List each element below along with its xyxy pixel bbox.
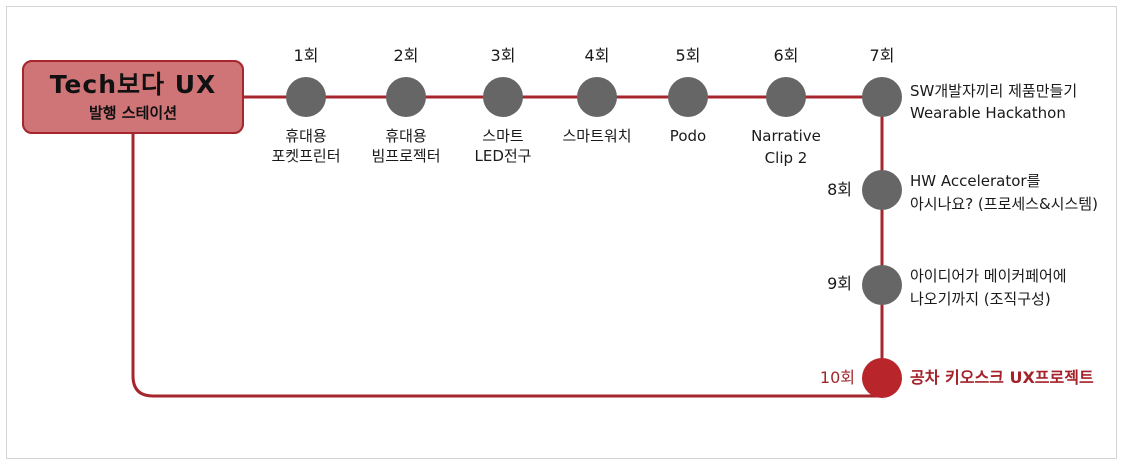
episode-number-8: 8회: [827, 180, 852, 199]
episode-caption-10-line-1: 공차 키오스크 UX프로젝트: [910, 368, 1094, 387]
episode-number-2: 2회: [393, 46, 419, 65]
title-box: Tech보다 UX 발행 스테이션: [22, 60, 244, 134]
episode-node-5: [668, 77, 708, 117]
episode-node-9: [862, 265, 902, 305]
episode-node-8: [862, 170, 902, 210]
episode-node-4: [577, 77, 617, 117]
episode-caption-8-line-1: HW Accelerator를: [910, 172, 1041, 190]
episode-number-6: 6회: [773, 46, 799, 65]
title-box-fill: [22, 60, 244, 134]
episode-caption-8-line-2: 아시나요? (프로세스&시스템): [910, 195, 1098, 213]
episode-node-1: [286, 77, 326, 117]
episode-node-10: [862, 358, 902, 398]
episode-number-10: 10회: [819, 368, 855, 387]
episode-number-7: 7회: [869, 46, 895, 65]
episode-caption-6-line-2: Clip 2: [764, 149, 808, 167]
title-sub: 발행 스테이션: [88, 104, 178, 122]
episode-caption-7-line-1: SW개발자끼리 제품만들기: [910, 82, 1078, 100]
episode-number-4: 4회: [584, 46, 610, 65]
episode-number-1: 1회: [293, 46, 319, 65]
episode-caption-2-line-2: 빔프로젝터: [371, 147, 441, 165]
episode-caption-1-line-2: 포켓프린터: [271, 147, 341, 165]
episode-caption-5-line-1: Podo: [669, 127, 707, 145]
episode-caption-7-line-2: Wearable Hackathon: [910, 104, 1066, 122]
episode-caption-6-line-1: Narrative: [751, 127, 821, 145]
title-main: Tech보다 UX: [49, 70, 217, 99]
episode-number-9: 9회: [827, 274, 852, 293]
episode-caption-9-line-1: 아이디어가 메이커페어에: [910, 267, 1067, 285]
episode-caption-2-line-1: 휴대용: [385, 127, 427, 145]
episode-node-2: [386, 77, 426, 117]
episode-caption-4-line-1: 스마트워치: [562, 127, 632, 145]
bottom-route-line: [131, 134, 882, 398]
episode-caption-3-line-2: LED전구: [474, 147, 532, 165]
episode-number-5: 5회: [675, 46, 701, 65]
episode-caption-3-line-1: 스마트: [482, 127, 524, 145]
episode-caption-9-line-2: 나오기까지 (조직구성): [910, 290, 1051, 308]
episode-number-3: 3회: [490, 46, 516, 65]
episode-caption-1-line-1: 휴대용: [285, 127, 327, 145]
episode-node-6: [766, 77, 806, 117]
episode-node-7: [862, 77, 902, 117]
episode-node-3: [483, 77, 523, 117]
